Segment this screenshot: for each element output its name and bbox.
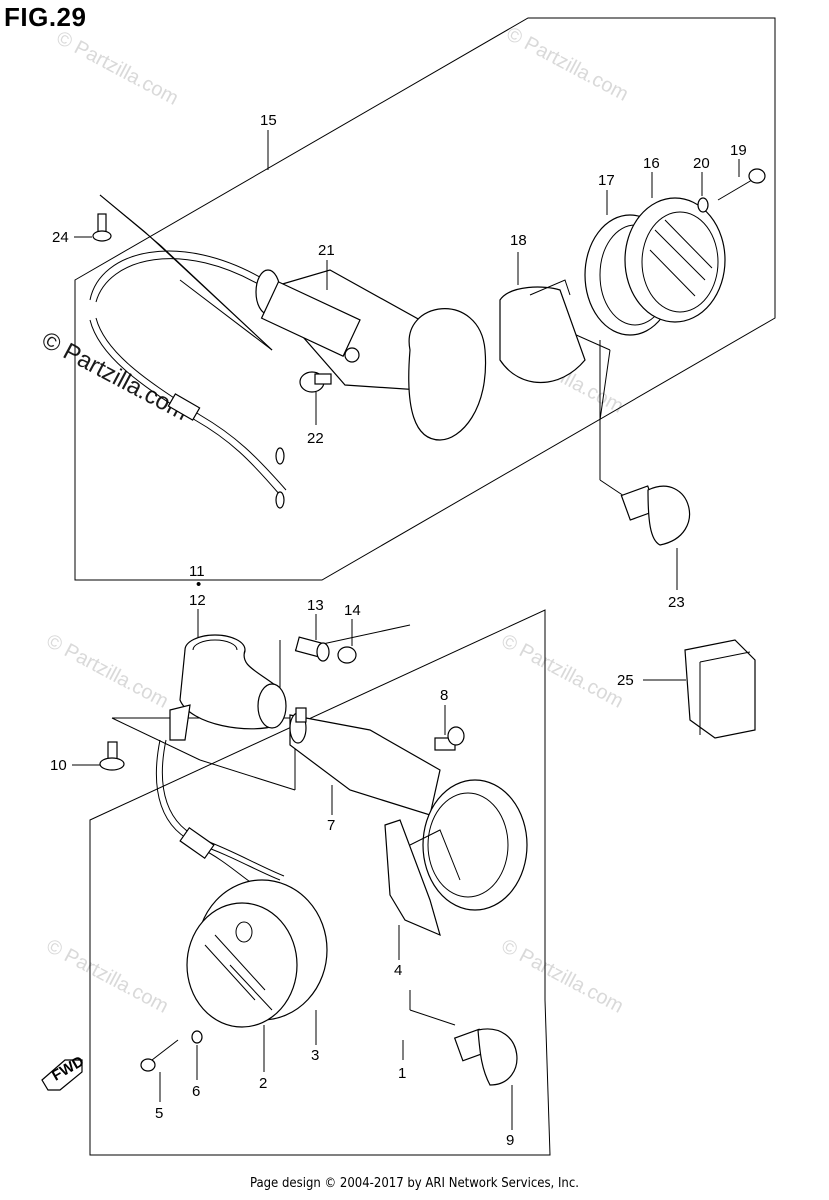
footer-copyright: Page design © 2004-2017 by ARI Network S… <box>250 1176 579 1191</box>
part-label-16: 16 <box>643 155 660 172</box>
part-16-lens <box>624 197 726 323</box>
lower-wiring <box>155 739 285 891</box>
part-13-bolt <box>294 636 330 662</box>
parts-diagram: © Partzilla.com © Partzilla.com © Partzi… <box>37 17 776 1156</box>
fwd-arrow-icon: FWD <box>41 1053 87 1091</box>
part-18-reflector <box>499 279 586 383</box>
part-4-housing <box>384 779 528 937</box>
part-label-13: 13 <box>307 597 324 614</box>
part-label-3: 3 <box>311 1047 319 1064</box>
part-24-screw <box>92 213 112 242</box>
part-label-12: 12 <box>189 592 206 609</box>
upper-wiring <box>89 250 287 509</box>
part-label-19: 19 <box>730 142 747 159</box>
part-label-11-dot: • <box>196 576 201 593</box>
watermark: © Partzilla.com <box>498 935 627 1018</box>
part-21-stem <box>255 269 421 391</box>
part-22-screw <box>299 371 332 393</box>
part-label-22: 22 <box>307 430 324 447</box>
part-label-25: 25 <box>617 672 634 689</box>
lower-assembly-frame <box>89 609 551 1156</box>
part-label-23: 23 <box>668 594 685 611</box>
part-label-21: 21 <box>318 242 335 259</box>
part-2-lens <box>186 902 298 1028</box>
watermark-main: © Partzilla.com <box>37 326 192 426</box>
part-label-1: 1 <box>398 1065 406 1082</box>
watermark: © Partzilla.com <box>43 630 172 713</box>
part-9-bulb <box>453 1028 518 1130</box>
watermark: © Partzilla.com <box>43 935 172 1018</box>
part-label-5: 5 <box>155 1105 163 1122</box>
watermarks: © Partzilla.com © Partzilla.com © Partzi… <box>37 23 632 1018</box>
part-12-bracket <box>169 634 287 741</box>
upper-housing <box>408 308 487 441</box>
watermark: © Partzilla.com <box>503 23 632 106</box>
watermark: © Partzilla.com <box>53 27 182 110</box>
part-8-screw <box>434 726 465 751</box>
part-label-7: 7 <box>327 817 335 834</box>
part-labels: 15 24 21 18 17 16 20 19 22 23 11 • 12 13… <box>50 112 747 1149</box>
part-label-20: 20 <box>693 155 710 172</box>
part-label-18: 18 <box>510 232 527 249</box>
part-label-10: 10 <box>50 757 67 774</box>
part-19-screw <box>717 168 766 201</box>
part-label-4: 4 <box>394 962 402 979</box>
figure-title: FIG.29 <box>4 2 87 32</box>
part-label-24: 24 <box>52 229 69 246</box>
part-25-relay <box>643 639 756 739</box>
part-label-2: 2 <box>259 1075 267 1092</box>
upper-assembly-frame <box>74 17 776 581</box>
part-label-17: 17 <box>598 172 615 189</box>
part-label-14: 14 <box>344 602 361 619</box>
part-label-9: 9 <box>506 1132 514 1149</box>
upper-leader-lines <box>99 194 631 501</box>
part-5-screw <box>140 1039 179 1072</box>
part-7-stem <box>289 707 441 816</box>
part-label-6: 6 <box>192 1083 200 1100</box>
part-label-15: 15 <box>260 112 277 129</box>
part-20-washer <box>697 197 709 213</box>
part-label-8: 8 <box>440 687 448 704</box>
part-10-screw <box>99 741 125 771</box>
part-label-11: 11 <box>189 563 205 580</box>
part-23-bulb <box>620 485 690 590</box>
watermark: © Partzilla.com <box>498 630 627 713</box>
part-14-nut <box>337 646 357 664</box>
part-6-washer <box>191 1030 203 1044</box>
